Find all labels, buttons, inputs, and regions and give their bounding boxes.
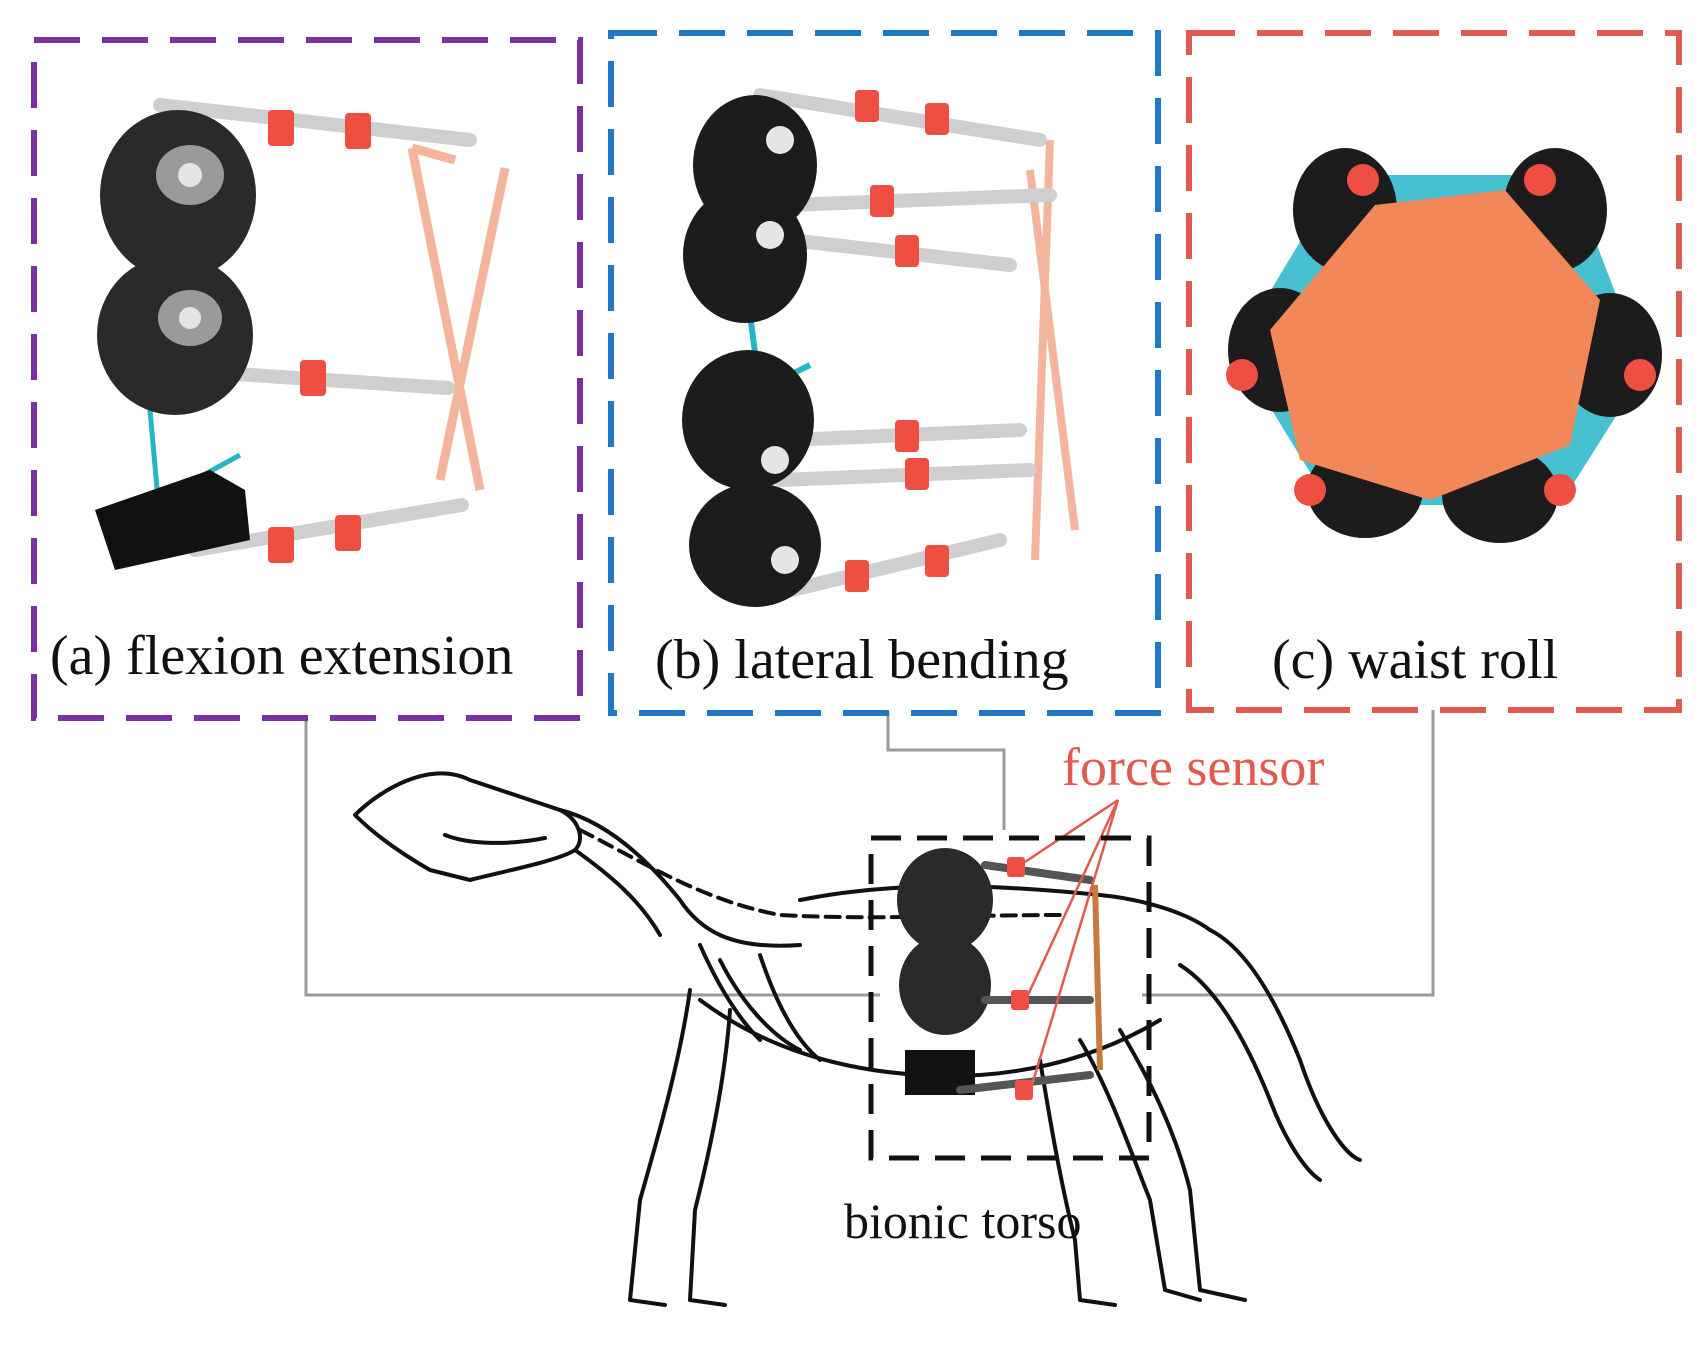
- panel-b-border: [608, 30, 1161, 716]
- force-sensor-label: force sensor: [1062, 737, 1325, 797]
- force-sensor-c-4: [1624, 359, 1656, 391]
- force-sensor-b-1: [855, 90, 879, 122]
- force-sensor-b-3: [870, 185, 894, 217]
- bionic-torso-mechanism: [897, 848, 1103, 1100]
- bionic-torso-label: bionic torso: [844, 1193, 1082, 1249]
- force-sensor-a-4: [268, 527, 294, 563]
- force-sensor-c-5: [1294, 474, 1326, 506]
- force-sensor-c-2: [1524, 164, 1556, 196]
- panel-c-label: (c) waist roll: [1272, 629, 1559, 691]
- connector-line-c: [1142, 710, 1435, 997]
- motor-b-3: [682, 350, 814, 490]
- force-sensor-a-1: [268, 110, 294, 146]
- force-sensor-b-7: [845, 560, 869, 592]
- mechanism-a-illustration: [95, 98, 510, 570]
- force-sensor-a-5: [335, 515, 361, 551]
- connector-line-a: [304, 717, 880, 997]
- dog-skeleton-sketch: [353, 771, 1362, 1307]
- bionic-torso-box: [868, 835, 1152, 1161]
- force-sensor-b-6: [905, 458, 929, 490]
- panel-b-label: (b) lateral bending: [655, 629, 1069, 691]
- force-sensor-torso-3: [1015, 1080, 1033, 1100]
- mechanism-c-illustration: [1226, 148, 1662, 543]
- force-sensor-a-3: [300, 360, 326, 396]
- force-sensor-pointers: [1024, 798, 1120, 1086]
- panel-c-border: [1186, 30, 1682, 713]
- force-sensor-b-8: [925, 545, 949, 577]
- force-sensor-torso-2: [1011, 990, 1029, 1010]
- force-sensor-c-3: [1226, 359, 1258, 391]
- motor-b-4: [689, 483, 821, 607]
- panel-a-label: (a) flexion extension: [50, 625, 514, 687]
- force-sensor-b-5: [895, 420, 919, 452]
- force-sensor-c-1: [1347, 164, 1379, 196]
- mechanism-b-illustration: [682, 88, 1079, 607]
- force-sensor-b-2: [925, 103, 949, 135]
- panel-a-border: [31, 37, 583, 721]
- force-sensor-b-4: [895, 235, 919, 267]
- motor-b-2: [683, 187, 807, 323]
- torso-plate-c: [1270, 190, 1600, 500]
- force-sensor-c-6: [1544, 474, 1576, 506]
- connector-line-b: [886, 712, 1006, 830]
- force-sensor-a-2: [345, 113, 371, 149]
- force-sensor-torso-1: [1007, 857, 1025, 877]
